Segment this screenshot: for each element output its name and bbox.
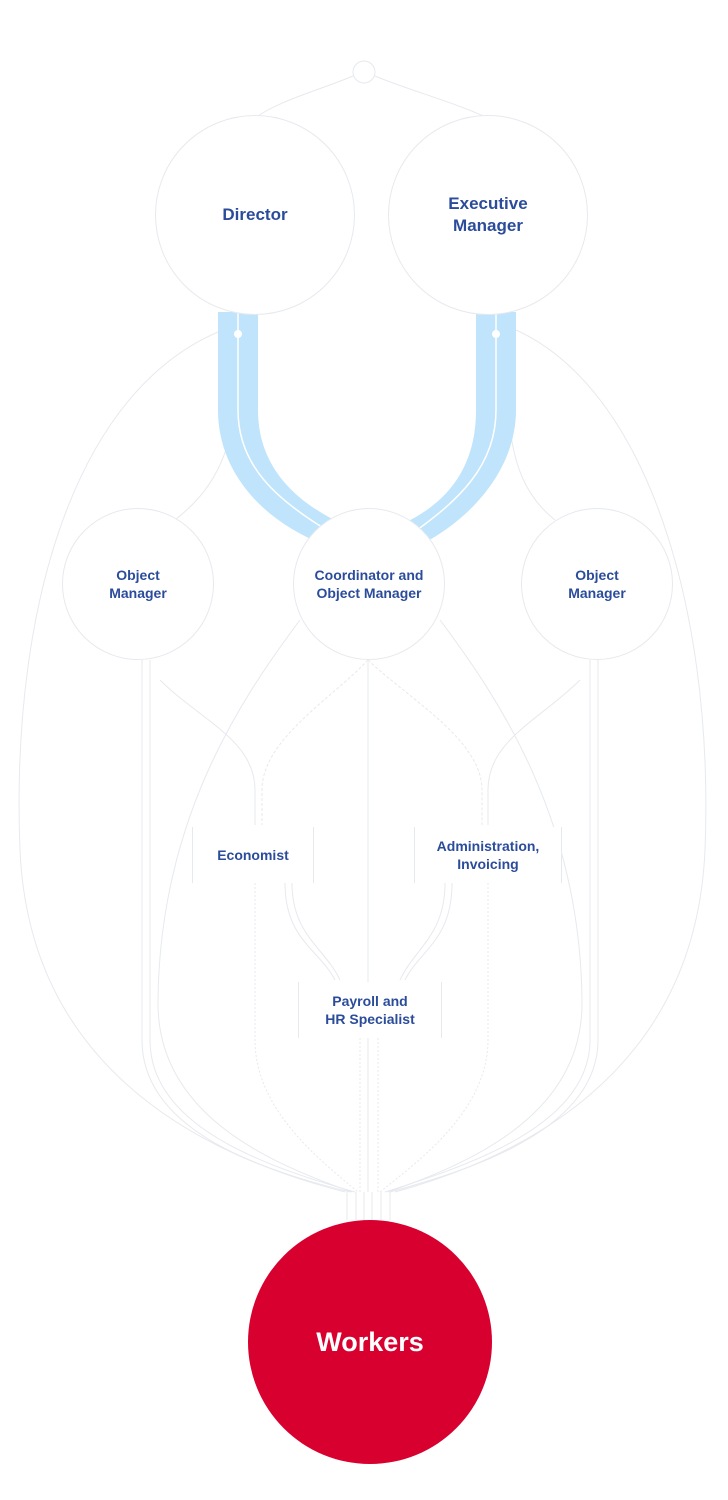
ring-to-executive	[374, 75, 489, 119]
node-coordinator: Coordinator and Object Manager	[293, 508, 445, 660]
node-economist: Economist	[192, 827, 314, 883]
node-administration: Administration, Invoicing	[414, 827, 562, 883]
director-label: Director	[222, 205, 288, 224]
node-payroll: Payroll and HR Specialist	[298, 982, 442, 1038]
small-ring-icon	[352, 60, 376, 84]
node-object-manager-left: Object Manager	[62, 508, 214, 660]
object-manager-right-label: Object Manager	[568, 567, 626, 601]
payroll-label: Payroll and HR Specialist	[325, 993, 415, 1027]
executive-stream	[400, 312, 516, 545]
outer-right-envelope	[394, 319, 707, 1193]
outer-left-envelope	[18, 319, 346, 1193]
economist-label: Economist	[217, 847, 289, 863]
executive-manager-label: Executive Manager	[448, 194, 528, 235]
node-director: Director	[155, 115, 355, 315]
node-executive-manager: Executive Manager	[388, 115, 588, 315]
administration-label: Administration, Invoicing	[436, 838, 540, 872]
coordinator-label: Coordinator and Object Manager	[314, 567, 424, 601]
om-right-trunk	[389, 660, 599, 1193]
node-object-manager-right: Object Manager	[521, 508, 673, 660]
node-workers: Workers	[248, 1220, 492, 1464]
director-stream	[218, 312, 345, 545]
om-left-trunk	[141, 660, 351, 1193]
object-manager-left-label: Object Manager	[109, 567, 167, 601]
workers-label: Workers	[316, 1326, 424, 1357]
ring-to-director	[254, 75, 354, 119]
